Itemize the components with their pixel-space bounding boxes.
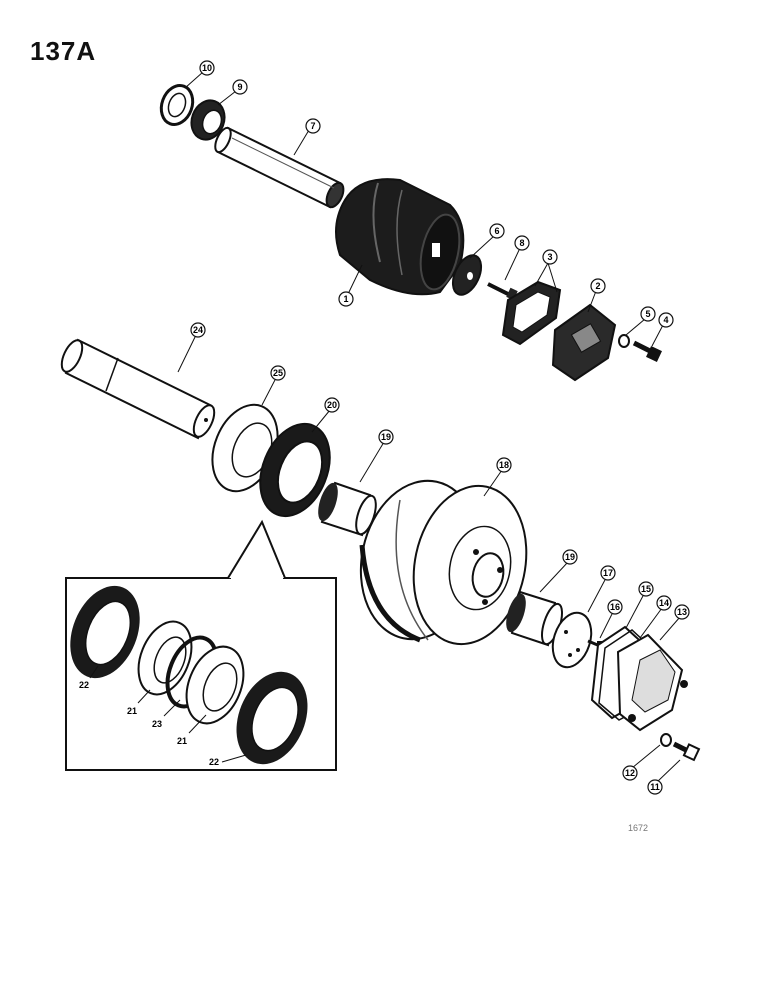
part-3-gasket <box>501 280 562 346</box>
inset-label-21-b: 21 <box>177 736 187 746</box>
callout-12: 12 <box>622 765 638 781</box>
callout-14: 14 <box>656 595 672 611</box>
callout-13: 13 <box>674 604 690 620</box>
svg-text:9: 9 <box>237 82 242 92</box>
svg-text:13: 13 <box>677 607 687 617</box>
part-19-bushing-left <box>318 481 377 537</box>
svg-text:7: 7 <box>310 121 315 131</box>
inset-label-21-a: 21 <box>127 706 137 716</box>
part-6-washer <box>451 254 483 296</box>
svg-text:5: 5 <box>645 309 650 319</box>
callout-19-b: 19 <box>562 549 578 565</box>
part-20-seal-assembly <box>259 422 331 518</box>
part-4-cap-screw <box>632 340 662 362</box>
callout-17: 17 <box>600 565 616 581</box>
callout-4: 4 <box>658 312 674 328</box>
part-17-thrust-plate <box>551 611 593 669</box>
reference-code: 1672 <box>628 823 649 833</box>
callout-9: 9 <box>232 79 248 95</box>
callout-15: 15 <box>638 581 654 597</box>
page-number: 137A <box>30 36 97 66</box>
part-5-lock-washer <box>618 334 630 348</box>
callout-7: 7 <box>305 118 321 134</box>
seal-inset-detail <box>65 519 337 771</box>
part-11-bolt <box>672 741 701 762</box>
inset-label-22-a: 22 <box>79 680 89 690</box>
svg-text:24: 24 <box>193 325 203 335</box>
callout-20: 20 <box>324 397 340 413</box>
callout-6: 6 <box>489 223 505 239</box>
part-10-seal-ring <box>159 84 195 126</box>
callout-18: 18 <box>496 457 512 473</box>
callout-19-a: 19 <box>378 429 394 445</box>
svg-text:14: 14 <box>659 598 669 608</box>
svg-text:19: 19 <box>565 552 575 562</box>
callout-8: 8 <box>514 235 530 251</box>
callout-3: 3 <box>542 249 558 265</box>
svg-text:6: 6 <box>494 226 499 236</box>
svg-text:2: 2 <box>595 281 600 291</box>
svg-text:20: 20 <box>327 400 337 410</box>
callout-2: 2 <box>590 278 606 294</box>
svg-text:1: 1 <box>343 294 348 304</box>
part-2-end-cover <box>551 303 617 382</box>
part-13-end-cover <box>616 633 688 732</box>
svg-text:4: 4 <box>663 315 668 325</box>
part-24-roller-shaft <box>60 338 216 440</box>
callout-1: 1 <box>338 291 354 307</box>
part-9-bearing <box>190 99 226 141</box>
svg-text:10: 10 <box>202 63 212 73</box>
part-7-shaft <box>214 126 345 209</box>
svg-text:12: 12 <box>625 768 635 778</box>
leader-lines <box>89 71 681 783</box>
svg-text:8: 8 <box>519 238 524 248</box>
callout-5: 5 <box>640 306 656 322</box>
callout-bubbles: 10 9 7 1 6 8 3 2 5 4 24 25 20 19 18 19 1… <box>190 60 690 795</box>
inset-label-22-b: 22 <box>209 757 219 767</box>
svg-text:16: 16 <box>610 602 620 612</box>
part-1-roller-body <box>335 178 465 296</box>
callout-25: 25 <box>270 365 286 381</box>
inset-label-23: 23 <box>152 719 162 729</box>
svg-text:15: 15 <box>641 584 651 594</box>
svg-text:11: 11 <box>650 782 660 792</box>
callout-24: 24 <box>190 322 206 338</box>
callout-10: 10 <box>199 60 215 76</box>
inset-labels: 22 21 23 21 22 <box>79 680 219 767</box>
callout-11: 11 <box>647 779 663 795</box>
part-12-washer <box>660 733 672 747</box>
svg-text:19: 19 <box>381 432 391 442</box>
svg-text:18: 18 <box>499 460 509 470</box>
part-18-track-roller <box>359 479 528 646</box>
svg-text:25: 25 <box>273 368 283 378</box>
svg-text:3: 3 <box>547 252 552 262</box>
callout-16: 16 <box>607 599 623 615</box>
svg-text:17: 17 <box>603 568 613 578</box>
